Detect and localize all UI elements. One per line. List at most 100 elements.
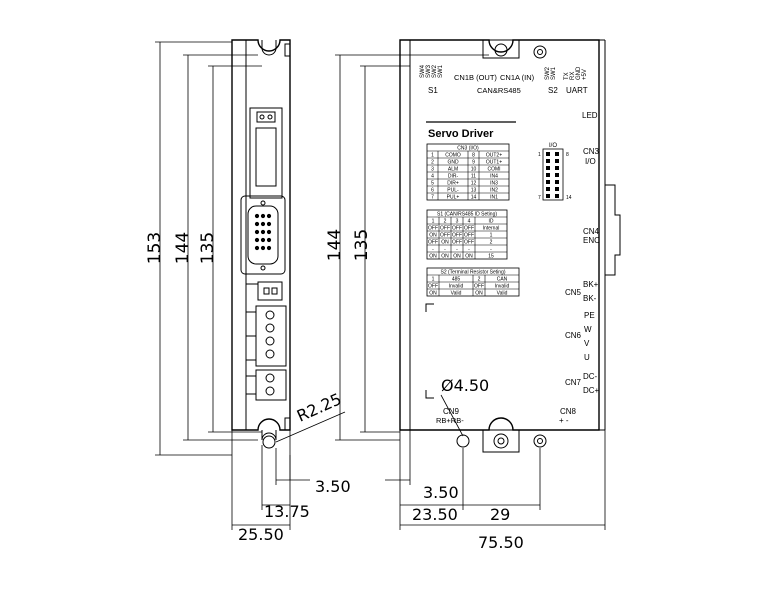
dim-153: 153: [145, 232, 165, 264]
s1-table-cell: ON: [453, 254, 461, 260]
dim-hole: Ø4.50: [441, 376, 489, 395]
s1-sw3-label: SW3: [426, 64, 432, 78]
s2-table-cell: Invalid: [495, 284, 510, 290]
s1-table-cell: ID: [489, 219, 494, 225]
uart-5v-label: +5V: [582, 69, 588, 80]
servo-driver-title: Servo Driver: [428, 128, 494, 140]
cn3-table-cell: IN3: [490, 181, 498, 187]
cn3-table-cell: COMI: [487, 167, 500, 173]
side-rj45-pin: [267, 114, 273, 120]
s1-table-cell: OFF: [464, 240, 474, 246]
cn6-label: CN6: [565, 331, 582, 340]
s2-table-cell: OFF: [428, 284, 438, 290]
cn3-table-cell: 10: [471, 167, 477, 173]
cn3-table-cell: OUT1+: [486, 160, 502, 166]
s1-table-cell: ON: [441, 240, 449, 246]
s2-table-cell: 485: [452, 277, 461, 283]
s1-table-cell: OFF: [440, 226, 450, 232]
side-rj45-port: [255, 127, 277, 187]
cn3-table-cell: 6: [431, 188, 434, 194]
cn4-sub-label: ENC: [583, 236, 600, 245]
pe-label: PE: [584, 311, 595, 320]
s1-table-cell: -: [432, 247, 434, 253]
can-rs485-label: CAN&RS485: [477, 86, 521, 95]
cn3-table-cell: IN1: [490, 195, 498, 201]
s1-table-cell: 2: [490, 240, 493, 246]
cn3-table-cell: 12: [471, 181, 477, 187]
front-top-slot-hole: [494, 43, 508, 57]
s2-table-cell: CAN: [497, 277, 508, 283]
cn3-table-cell: 13: [471, 188, 477, 194]
s1-table-cell: ON: [429, 233, 437, 239]
side-dsub-screw: [260, 265, 266, 271]
front-top-round-hole: [533, 45, 547, 59]
cn3-table-cell: 7: [431, 195, 434, 201]
io-header-pins: [546, 152, 559, 198]
cn3-table-cell: COMO: [445, 153, 461, 159]
dim-23-50: 23.50: [412, 505, 458, 524]
s2-table-cell: Invalid: [449, 284, 464, 290]
side-top-tab: [284, 43, 291, 57]
dim-135-right: 135: [352, 229, 372, 261]
dim-29: 29: [490, 505, 510, 524]
cn9-label: CN9: [443, 407, 460, 416]
w-label: W: [584, 325, 592, 334]
s2-table-cell: 2: [478, 277, 481, 283]
front-view: [399, 39, 621, 453]
cn3-table-cell: 2: [431, 160, 434, 166]
io-pin-header: I/O 1 8 7 14: [538, 143, 572, 201]
uart-tx-label: TX: [564, 72, 570, 80]
uart-label: UART: [566, 86, 588, 95]
s1-sw4-label: SW4: [420, 64, 426, 78]
s1-table-cell: OFF: [464, 226, 474, 232]
led-label: LED: [582, 111, 598, 120]
side-bk-pin: [271, 287, 278, 295]
side-rj45-block: [249, 107, 283, 199]
s1-table-cell: ON: [429, 254, 437, 260]
side-rj45-top: [256, 111, 276, 123]
side-bk-pin: [263, 287, 270, 295]
cn9-sub-label: RB+RB-: [436, 416, 464, 425]
s1-table-cell: OFF: [452, 240, 462, 246]
s1-table-cell: -: [468, 247, 470, 253]
side-motor-tabs: [246, 311, 256, 361]
dim-135-left: 135: [198, 232, 218, 264]
s2-table-cell: Valid: [497, 291, 508, 297]
s1-table-cell: -: [444, 247, 446, 253]
s2-table-cell: Valid: [451, 291, 462, 297]
cn3-table-cell: IN2: [490, 188, 498, 194]
side-view: [231, 39, 291, 449]
s1-table-cell: -: [456, 247, 458, 253]
cn4-label: CN4: [583, 227, 600, 236]
v-label: V: [584, 339, 590, 348]
cn3-table-cell: PUL+: [447, 195, 460, 201]
s1-table-cell: OFF: [428, 240, 438, 246]
dc-plus-label: DC+: [583, 386, 600, 395]
side-motor-pins: [265, 310, 275, 359]
io-pin-7-label: 7: [538, 195, 541, 201]
s1-table-cell: 15: [488, 254, 494, 260]
cn8-sub-label: + -: [559, 416, 569, 425]
cn3-table-cell: 1: [431, 153, 434, 159]
cn3-table-cell: 3: [431, 167, 434, 173]
s1-table-cell: OFF: [452, 233, 462, 239]
io-header-label: I/O: [549, 143, 557, 149]
side-dsub-shell: [247, 205, 279, 265]
cn3-table-cell: 8: [472, 153, 475, 159]
io-header-frame: [542, 148, 564, 201]
dim-144-left: 144: [173, 232, 193, 264]
s1-table-cell: 3: [456, 219, 459, 225]
side-dc-pin: [265, 386, 275, 396]
front-bottom-hole-right-inner: [537, 438, 543, 444]
cn3-table-cell: DIR+: [447, 181, 459, 187]
dim-3-50-right: 3.50: [423, 483, 459, 502]
dc-minus-label: DC-: [583, 372, 598, 381]
cn3-table-cell: PUL-: [447, 188, 459, 194]
cn7-label: CN7: [565, 378, 582, 387]
front-enc-bulge: [605, 184, 621, 276]
s2-sw1-label: SW1: [551, 66, 557, 80]
front-marker-top: [425, 303, 434, 312]
s1-table-cell: 1: [432, 219, 435, 225]
s2-table-cell: ON: [429, 291, 437, 297]
